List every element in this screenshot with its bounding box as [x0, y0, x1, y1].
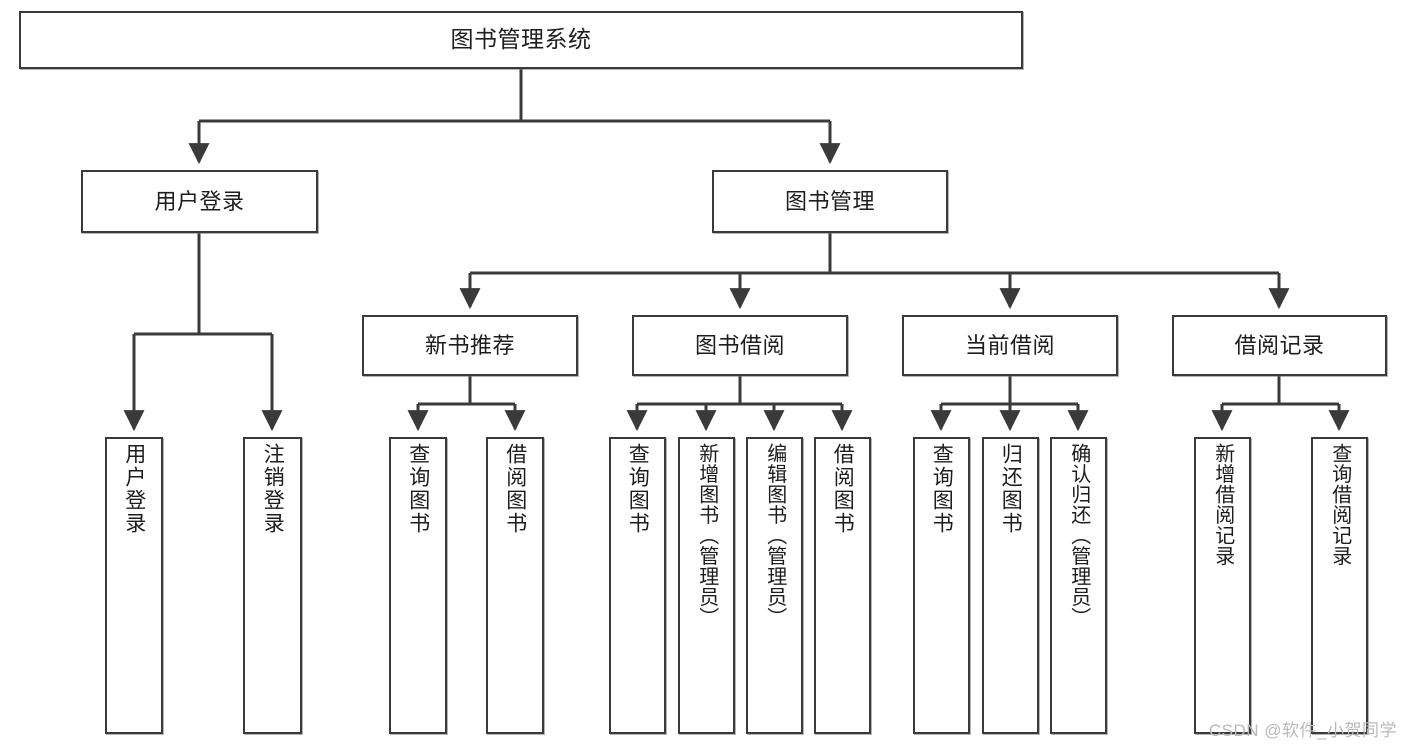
leaf-borrow-lend-book[interactable]: 借阅图书 [814, 437, 871, 734]
leaf-borrow-add-book[interactable]: 新增图书（管理员） [678, 437, 735, 734]
leaf-user-login[interactable]: 用户登录 [105, 437, 163, 734]
node-borrow-record[interactable]: 借阅记录 [1172, 315, 1387, 376]
leaf-current-query-book-label: 查询图书 [930, 443, 954, 535]
node-book-management-label: 图书管理 [784, 188, 875, 214]
leaf-borrow-query-book-label: 查询图书 [626, 443, 650, 535]
node-user-login[interactable]: 用户登录 [81, 170, 318, 233]
leaf-recommend-query-book-label: 查询图书 [406, 443, 430, 535]
node-new-book-recommend[interactable]: 新书推荐 [362, 315, 578, 376]
leaf-user-logout-label: 注销登录 [261, 443, 285, 535]
node-book-borrow-label: 图书借阅 [694, 332, 785, 358]
leaf-recommend-borrow-book-label: 借阅图书 [503, 443, 527, 535]
node-new-book-recommend-label: 新书推荐 [424, 332, 515, 358]
leaf-current-confirm-return-label: 确认归还（管理员） [1067, 443, 1090, 628]
node-root-system[interactable]: 图书管理系统 [19, 11, 1023, 69]
leaf-record-add-label: 新增借阅记录 [1211, 443, 1234, 566]
node-current-borrow[interactable]: 当前借阅 [902, 315, 1118, 376]
node-borrow-record-label: 借阅记录 [1234, 332, 1325, 358]
leaf-borrow-query-book[interactable]: 查询图书 [609, 437, 666, 734]
node-root-system-label: 图书管理系统 [450, 26, 592, 53]
leaf-borrow-edit-book[interactable]: 编辑图书（管理员） [746, 437, 803, 734]
leaf-current-return-book[interactable]: 归还图书 [982, 437, 1039, 734]
leaf-user-login-label: 用户登录 [122, 443, 146, 535]
leaf-borrow-add-book-label: 新增图书（管理员） [695, 443, 718, 628]
leaf-user-logout[interactable]: 注销登录 [243, 437, 302, 734]
node-book-management[interactable]: 图书管理 [712, 170, 948, 233]
leaf-current-confirm-return[interactable]: 确认归还（管理员） [1050, 437, 1107, 734]
leaf-recommend-query-book[interactable]: 查询图书 [389, 437, 447, 734]
csdn-watermark: CSDN @软件_小贺同学 [1208, 721, 1397, 740]
leaf-borrow-edit-book-label: 编辑图书（管理员） [763, 443, 786, 628]
leaf-recommend-borrow-book[interactable]: 借阅图书 [486, 437, 544, 734]
leaf-current-return-book-label: 归还图书 [999, 443, 1023, 535]
leaf-borrow-lend-book-label: 借阅图书 [831, 443, 855, 535]
node-user-login-label: 用户登录 [154, 188, 245, 214]
node-current-borrow-label: 当前借阅 [964, 332, 1055, 358]
leaf-record-search-label: 查询借阅记录 [1328, 443, 1351, 566]
leaf-record-add[interactable]: 新增借阅记录 [1194, 437, 1251, 734]
leaf-current-query-book[interactable]: 查询图书 [913, 437, 970, 734]
leaf-record-search[interactable]: 查询借阅记录 [1311, 437, 1368, 734]
node-book-borrow[interactable]: 图书借阅 [632, 315, 848, 376]
